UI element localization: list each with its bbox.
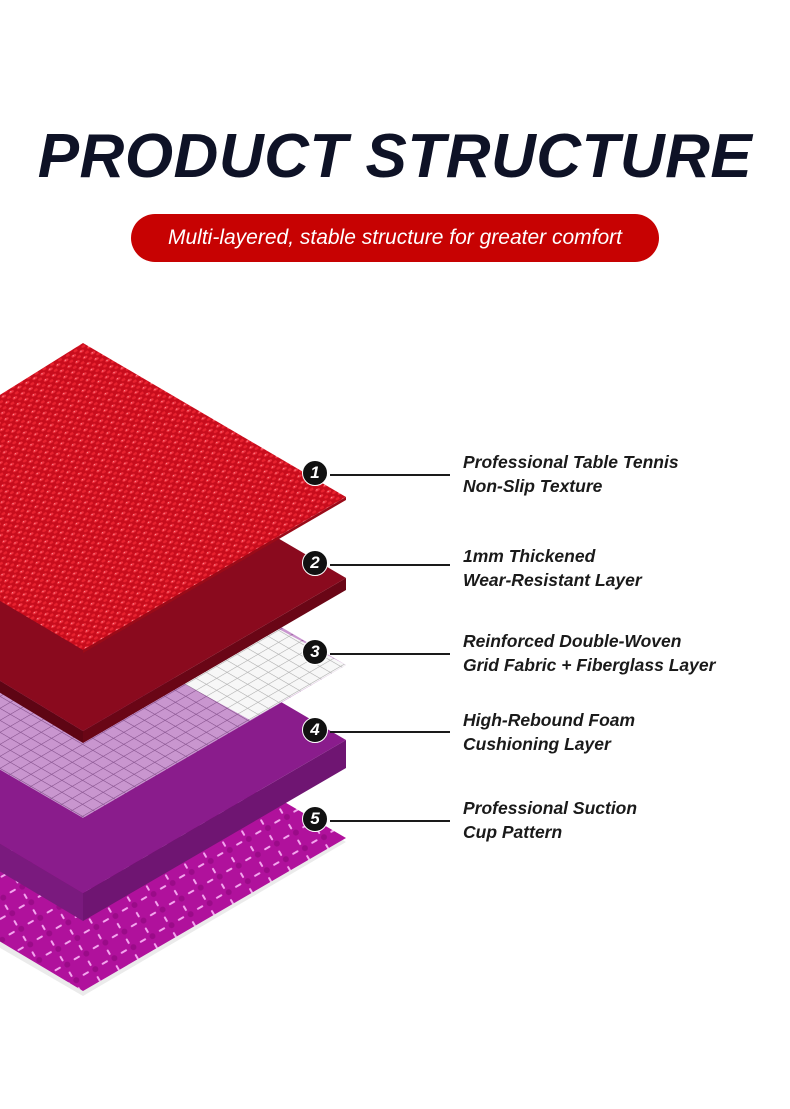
layer-4-number-badge: 4 bbox=[302, 717, 328, 743]
subtitle-badge: Multi-layered, stable structure for grea… bbox=[131, 214, 659, 262]
layer-1-number-badge: 1 bbox=[302, 460, 328, 486]
layer-2-number-badge: 2 bbox=[302, 550, 328, 576]
page-title: PRODUCT STRUCTURE bbox=[37, 122, 753, 191]
layer-3-number-badge: 3 bbox=[302, 639, 328, 665]
layer-1-nonslip-texture bbox=[0, 343, 346, 653]
layer-5-number-badge: 5 bbox=[302, 806, 328, 832]
